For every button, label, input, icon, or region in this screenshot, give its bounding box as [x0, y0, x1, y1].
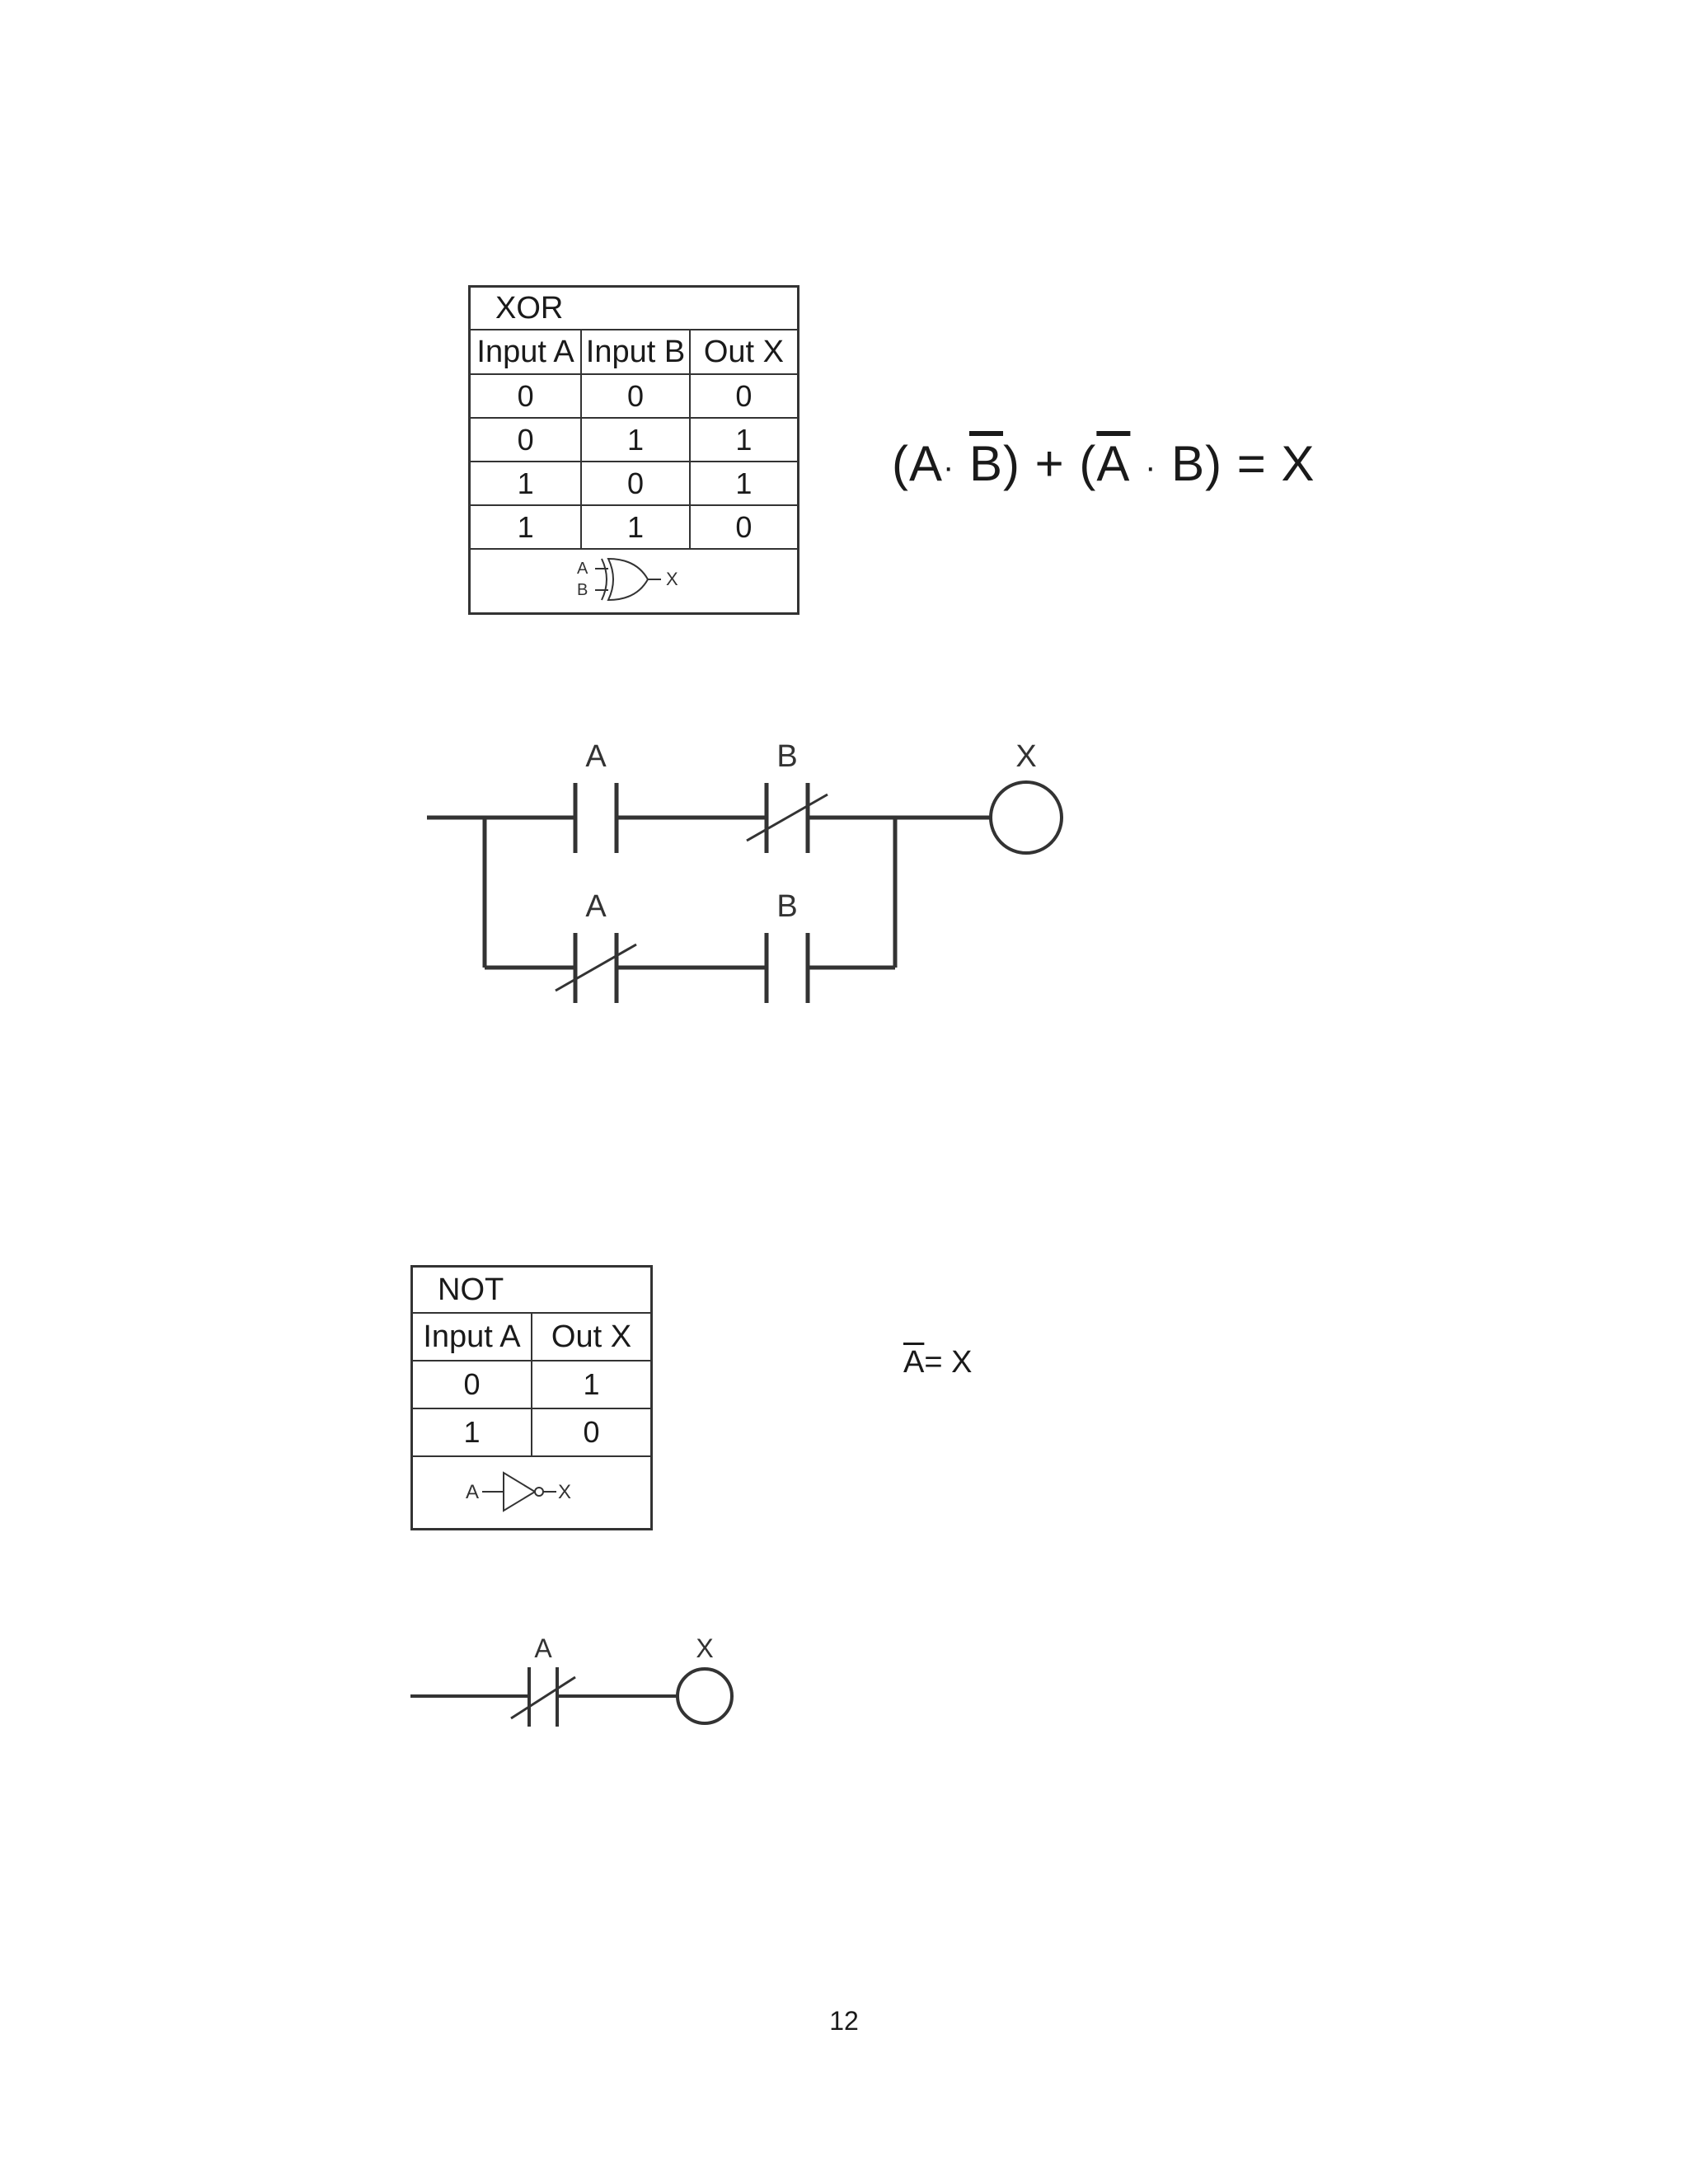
table-cell: 1 [580, 417, 691, 462]
not-contact-a-label: A [534, 1633, 552, 1663]
equation-part: ) + ( [1003, 436, 1097, 491]
equation-part: (A [892, 436, 943, 491]
equation-part: B) = X [1171, 436, 1315, 491]
equation-a-inverted: A [903, 1345, 925, 1380]
table-cell: 1 [468, 461, 583, 506]
equation-dot: · [1145, 448, 1157, 485]
table-cell: 0 [468, 373, 583, 419]
table-cell: 1 [531, 1360, 653, 1409]
not-table-title: NOT [410, 1265, 653, 1314]
not-coil-x-label: X [696, 1633, 713, 1663]
table-row: 0 1 [410, 1360, 653, 1409]
rung2-contact-a-label: A [585, 889, 607, 924]
xor-boolean-equation: (A· B) + (A · B) = X [892, 435, 1315, 492]
xor-gate-symbol-cell: A B X [468, 548, 799, 615]
table-cell: 0 [688, 373, 799, 419]
xor-table-title: XOR [468, 285, 799, 330]
not-header-input-a: Input A [410, 1312, 532, 1361]
rung2-contact-b-label: B [776, 889, 797, 924]
rung2-contact-a-nc-icon [555, 933, 637, 1003]
not-header-out-x: Out X [531, 1312, 653, 1361]
equation-a-inverted: A [1096, 436, 1131, 491]
not-contact-a-nc-icon [510, 1667, 576, 1727]
xor-gate-input-a-label: A [577, 560, 588, 578]
rung2-contact-b-no-icon [764, 933, 810, 1003]
table-cell: 0 [580, 461, 691, 506]
not-ladder-diagram: A X [410, 1633, 734, 1727]
not-truth-table: NOT Input A Out X 0 1 1 0 A X [410, 1265, 653, 1530]
equation-part: = X [924, 1345, 973, 1380]
rung1-coil-x-icon [989, 780, 1063, 855]
table-cell: 1 [410, 1408, 532, 1457]
not-gate-symbol-cell: A X [410, 1455, 653, 1530]
table-row: 0 1 1 [468, 417, 799, 462]
table-cell: 1 [468, 504, 583, 550]
equation-dot: · [943, 448, 955, 485]
table-row: 0 0 0 [468, 373, 799, 419]
table-cell: 1 [580, 504, 691, 550]
rung1-coil-x-label: X [1015, 739, 1036, 774]
table-cell: 1 [688, 461, 799, 506]
not-gate-icon: A X [466, 1470, 571, 1512]
xor-gate-output-label: X [666, 569, 678, 589]
table-cell: 0 [410, 1360, 532, 1409]
not-gate-input-label: A [466, 1481, 479, 1503]
table-row: 1 0 1 [468, 461, 799, 506]
xor-header-input-b: Input B [580, 329, 691, 375]
rung1-contact-b-nc-icon [746, 783, 828, 853]
table-cell: 1 [688, 417, 799, 462]
table-row: 1 0 [410, 1408, 653, 1457]
equation-b-inverted: B [969, 436, 1004, 491]
table-cell: 0 [688, 504, 799, 550]
table-cell: 0 [580, 373, 691, 419]
table-cell: 0 [531, 1408, 653, 1457]
rung1-contact-a-no-icon [573, 783, 619, 853]
not-boolean-equation: A = X [903, 1345, 972, 1380]
table-row: 1 1 0 [468, 504, 799, 550]
rung1-contact-a-label: A [585, 739, 607, 774]
not-gate-output-label: X [558, 1481, 571, 1503]
xor-truth-table: XOR Input A Input B Out X 0 0 0 0 1 1 1 … [468, 285, 799, 615]
xor-gate-input-b-label: B [577, 581, 588, 599]
not-coil-x-icon [676, 1667, 734, 1725]
page-number: 12 [829, 2006, 859, 2036]
xor-header-input-a: Input A [468, 329, 583, 375]
xor-gate-icon: A B X [577, 557, 678, 601]
table-cell: 0 [468, 417, 583, 462]
xor-header-out-x: Out X [688, 329, 799, 375]
xor-ladder-diagram: A B X A B [427, 739, 1063, 1003]
rung1-contact-b-label: B [776, 739, 797, 774]
